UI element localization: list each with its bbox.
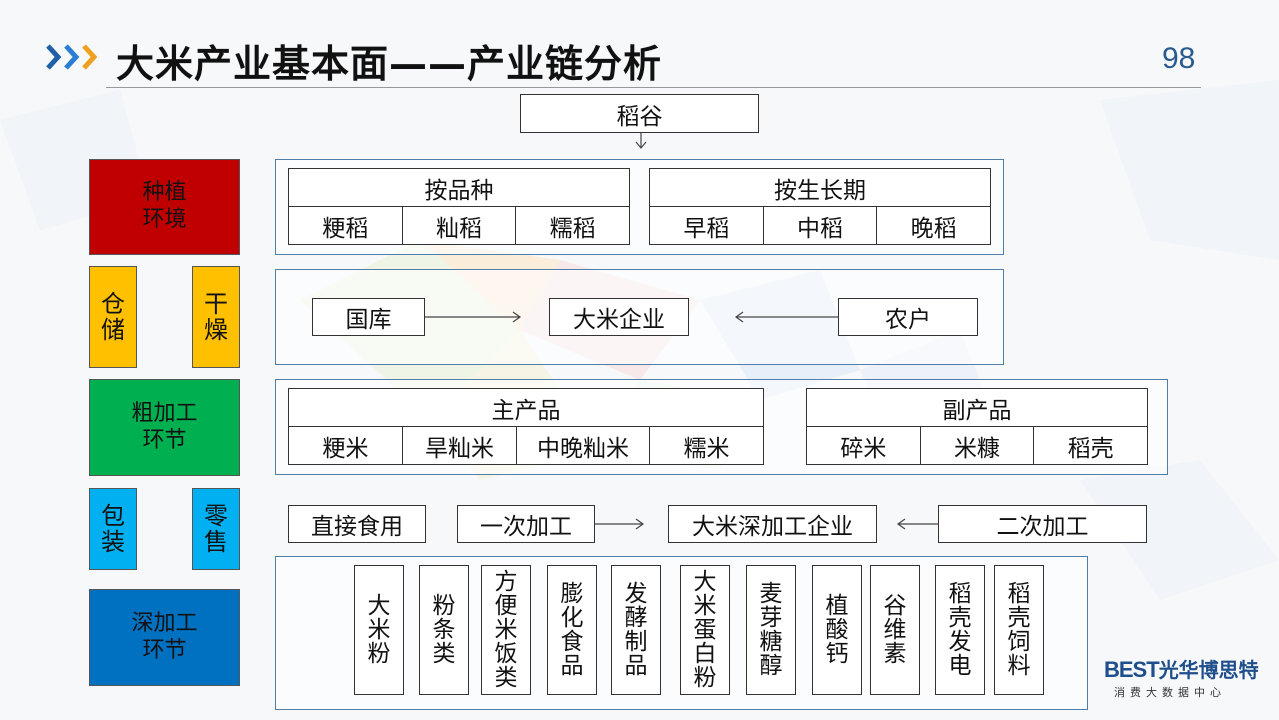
deep-product-item: 大米蛋白粉 bbox=[680, 565, 730, 695]
main-product-item: 中晚籼米 bbox=[517, 427, 650, 465]
node-rice-enterprise: 大米企业 bbox=[549, 298, 689, 336]
group-by-growth-period: 按生长期 早稻 中稻 晚稻 bbox=[649, 168, 991, 245]
deep-product-item: 麦芽糖醇 bbox=[746, 565, 796, 695]
node-state-granary: 国库 bbox=[312, 298, 425, 336]
side-label-deep-processing: 深加工环节 bbox=[89, 589, 240, 686]
arrow-left-icon bbox=[896, 518, 938, 530]
arrow-left-icon bbox=[734, 311, 838, 323]
arrow-right-icon bbox=[425, 311, 522, 323]
group-title: 按品种 bbox=[289, 169, 629, 207]
node-deep-processing-enterprise: 大米深加工企业 bbox=[668, 505, 877, 543]
growth-period-item: 中稻 bbox=[764, 207, 878, 245]
node-paddy: 稻谷 bbox=[520, 94, 759, 133]
by-product-item: 稻壳 bbox=[1067, 436, 1114, 462]
main-product-item: 粳米 bbox=[289, 427, 403, 465]
deep-product-item: 稻壳发电 bbox=[935, 565, 985, 695]
main-product-item: 糯米 bbox=[683, 436, 730, 462]
main-product-item: 旱籼米 bbox=[403, 427, 517, 465]
deep-product-item: 植酸钙 bbox=[812, 565, 862, 695]
side-label-retail: 零售 bbox=[192, 488, 240, 570]
by-product-item: 米糠 bbox=[921, 427, 1035, 465]
growth-period-item: 早稻 bbox=[650, 207, 764, 245]
node-farmers: 农户 bbox=[838, 298, 978, 336]
group-title: 主产品 bbox=[289, 389, 763, 427]
deep-product-item: 粉条类 bbox=[419, 565, 469, 695]
node-primary-processing: 一次加工 bbox=[457, 505, 595, 543]
group-title: 副产品 bbox=[807, 389, 1147, 427]
group-main-products: 主产品 粳米 旱籼米 中晚籼米 糯米 bbox=[288, 388, 764, 465]
chevron-arrows-icon bbox=[46, 44, 98, 70]
brand-logo: BEST光华博思特 消费大数据中心 bbox=[1104, 654, 1269, 702]
growth-period-item: 晚稻 bbox=[910, 216, 957, 242]
variety-item: 粳稻 bbox=[289, 207, 403, 245]
title-divider bbox=[106, 87, 1201, 88]
node-secondary-processing: 二次加工 bbox=[938, 505, 1147, 543]
deep-product-item: 大米粉 bbox=[354, 565, 404, 695]
brand-subtitle: 消费大数据中心 bbox=[1114, 686, 1226, 699]
side-label-drying: 干燥 bbox=[192, 266, 240, 368]
page-title: 大米产业基本面——产业链分析 bbox=[116, 42, 663, 86]
variety-item: 糯稻 bbox=[549, 216, 596, 242]
by-product-item: 碎米 bbox=[807, 427, 921, 465]
side-label-rough-processing: 粗加工环节 bbox=[89, 379, 240, 476]
deep-product-item: 稻壳饲料 bbox=[994, 565, 1044, 695]
group-by-variety: 按品种 粳稻 籼稻 糯稻 bbox=[288, 168, 630, 245]
side-label-packaging: 包装 bbox=[89, 488, 137, 570]
deep-product-item: 谷维素 bbox=[870, 565, 920, 695]
arrow-down-icon bbox=[635, 133, 647, 149]
side-label-planting: 种植环境 bbox=[89, 159, 240, 255]
arrow-right-icon bbox=[595, 518, 645, 530]
deep-product-item: 膨化食品 bbox=[547, 565, 597, 695]
side-label-storage: 仓储 bbox=[89, 266, 137, 368]
deep-product-item: 方便米饭类 bbox=[481, 565, 531, 695]
group-by-products: 副产品 碎米 米糠 稻壳 bbox=[806, 388, 1148, 465]
variety-item: 籼稻 bbox=[403, 207, 517, 245]
node-direct-consumption: 直接食用 bbox=[288, 505, 426, 543]
group-title: 按生长期 bbox=[650, 169, 990, 207]
deep-product-item: 发酵制品 bbox=[611, 565, 661, 695]
brand-name: BEST光华博思特 bbox=[1104, 657, 1259, 682]
page-number: 98 bbox=[1162, 42, 1196, 75]
